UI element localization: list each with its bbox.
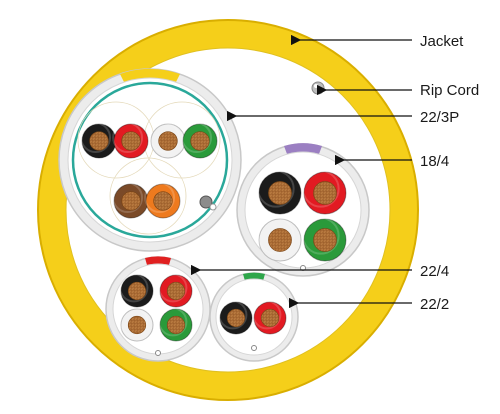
label-22-3p: 22/3P [420, 109, 459, 126]
conductor-orange [144, 182, 181, 219]
label-22-2: 22/2 [420, 296, 449, 313]
conductor-green [181, 122, 218, 159]
cable-22-2 [209, 272, 299, 362]
conductors [80, 122, 347, 342]
cable-22-3p [58, 68, 242, 252]
cable-22-4 [105, 256, 211, 362]
conductor-white [119, 307, 154, 342]
label-rip-cord: Rip Cord [420, 82, 479, 99]
label-22-4: 22/4 [420, 263, 449, 280]
red-stripe [145, 256, 171, 265]
foil-shield [71, 81, 229, 239]
conductor-black [218, 300, 253, 335]
conductor-white [256, 216, 302, 262]
leader-lines [190, 34, 412, 309]
conductor-red [252, 300, 287, 335]
yellow-stripe [120, 68, 180, 82]
conductor-red [158, 273, 193, 308]
label-18-4: 18/4 [420, 153, 449, 170]
conductor-black [119, 273, 154, 308]
conductor-red [301, 169, 347, 215]
purple-stripe [284, 143, 322, 154]
label-jacket: Jacket [420, 33, 464, 50]
conductor-green [158, 307, 193, 342]
conductor-black [80, 122, 117, 159]
conductor-red [112, 122, 149, 159]
rip-cord [311, 81, 325, 95]
conductor-black [256, 169, 302, 215]
conductor-white [149, 122, 186, 159]
conductor-brown [112, 182, 149, 219]
conductor-green [301, 216, 347, 262]
cable-18-4 [236, 143, 370, 277]
